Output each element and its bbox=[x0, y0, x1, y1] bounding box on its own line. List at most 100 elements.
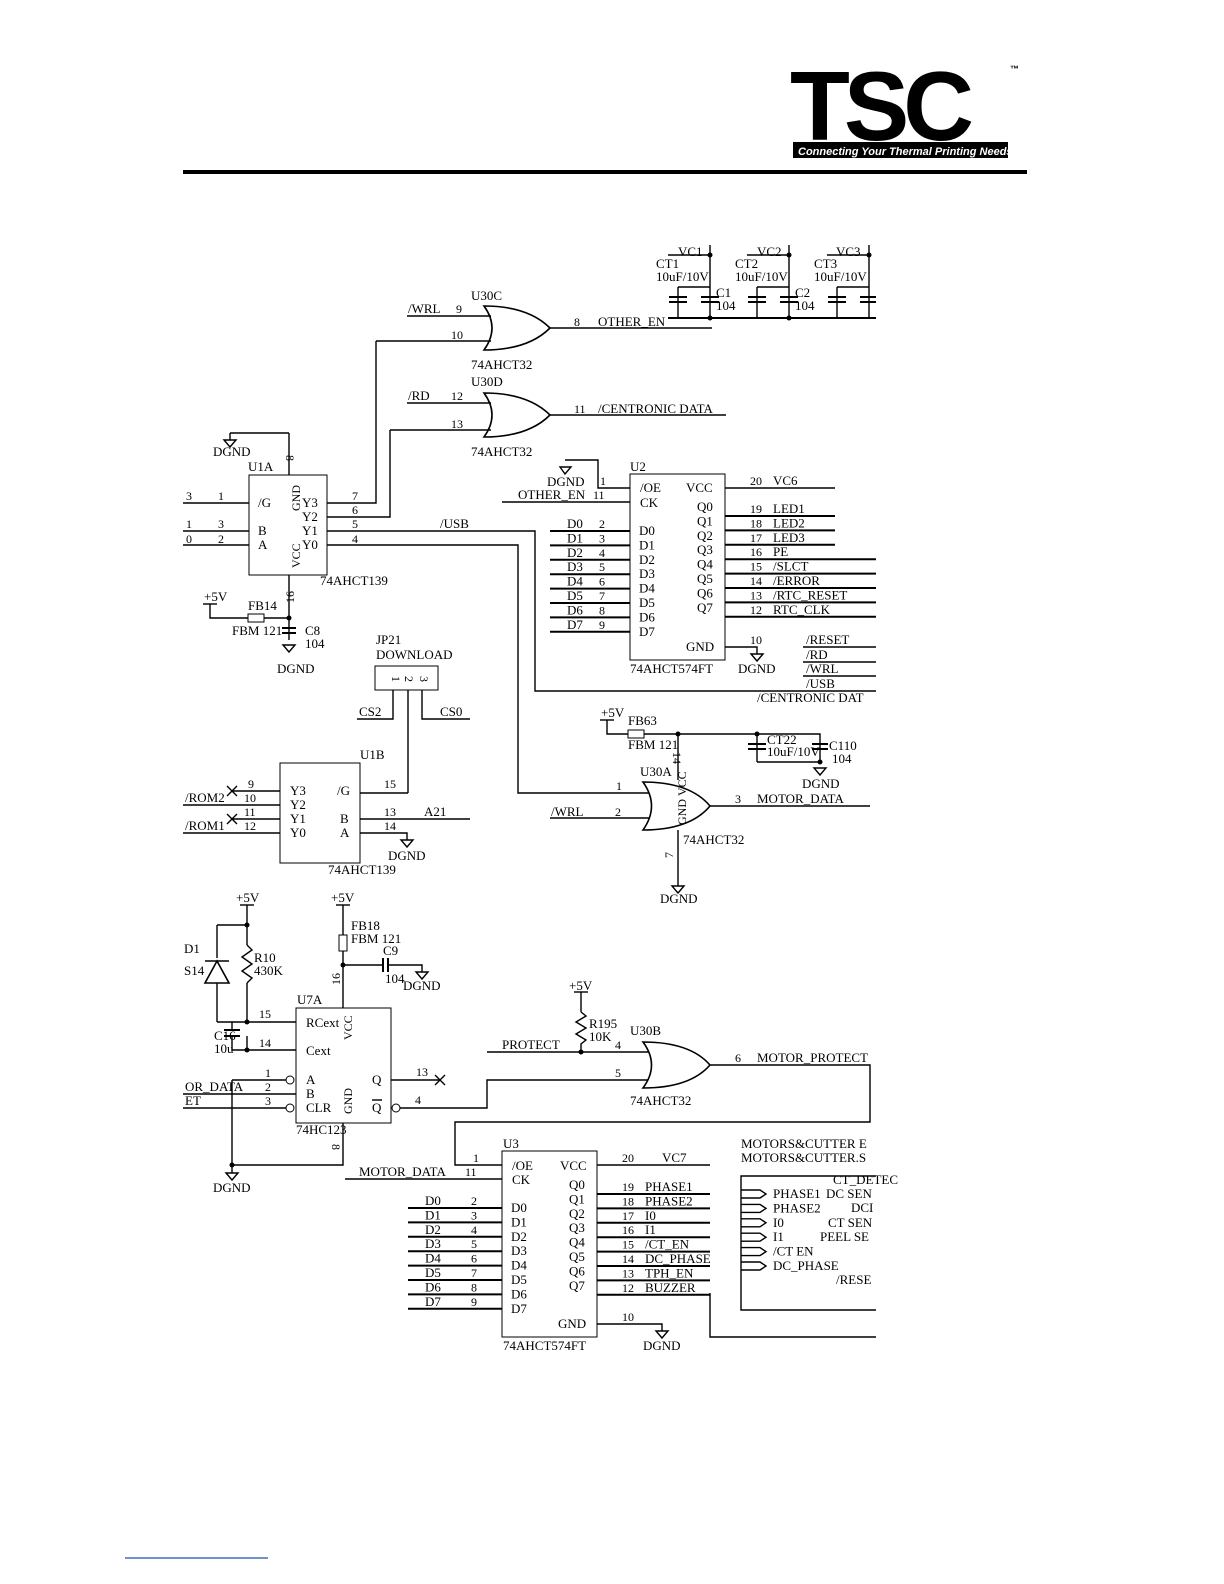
u30c-ref: U30C bbox=[471, 288, 502, 303]
u1a-g-net: 3 bbox=[186, 489, 192, 503]
u1a-cap-val: 104 bbox=[305, 636, 325, 651]
u2-gnd-net: DGND bbox=[738, 661, 776, 676]
u7a-b-pin: 2 bbox=[265, 1080, 271, 1094]
u30d-out-net: /CENTRONIC DATA bbox=[598, 401, 713, 416]
u7a-vcc: VCC bbox=[341, 1015, 355, 1040]
u7a-b: B bbox=[306, 1086, 315, 1101]
right-edge-nets: /RESET /RD /WRL /USB /CENTRONIC DAT bbox=[757, 632, 876, 705]
u1a-vsrc: +5V bbox=[204, 589, 228, 604]
vc3-label: VC3 bbox=[836, 244, 861, 259]
vc2-label: VC2 bbox=[757, 244, 782, 259]
u2-output-pin: 13 bbox=[750, 588, 762, 602]
u3-output-label: Q3 bbox=[569, 1220, 585, 1235]
u7a-gnd: GND bbox=[341, 1088, 355, 1114]
u3-input-label: D7 bbox=[511, 1301, 527, 1316]
u2-part: 74AHCT574FT bbox=[630, 661, 713, 676]
u3-input-pin: 4 bbox=[471, 1223, 477, 1237]
u1a-fb-val: FBM 121 bbox=[232, 623, 282, 638]
c110-ref: C110 bbox=[829, 738, 857, 753]
u1b-y2-pin: 10 bbox=[244, 791, 256, 805]
u1a-ref: U1A bbox=[248, 459, 274, 474]
u30b-out-pin: 6 bbox=[735, 1051, 741, 1065]
u30b-part: 74AHCT32 bbox=[630, 1093, 691, 1108]
jp21-ref: JP21 bbox=[376, 632, 401, 647]
u1b-b-net: A21 bbox=[424, 804, 446, 819]
u1b-y3-label: Y3 bbox=[290, 783, 306, 798]
u2-input-label: D5 bbox=[639, 595, 655, 610]
u3-input-net: D4 bbox=[425, 1251, 441, 1266]
u1a-y3-label: Y3 bbox=[302, 495, 318, 510]
u3-output-label: Q4 bbox=[569, 1235, 585, 1250]
c16-val: 10u bbox=[214, 1041, 234, 1056]
u2-oe-gnd: DGND bbox=[547, 474, 585, 489]
ct2-value: 10uF/10V bbox=[735, 269, 788, 284]
u3-output-label: Q0 bbox=[569, 1177, 585, 1192]
u1a-decoder: DGND 8 U1A GND VCC 3 1 0 1 3 2 /G B A Y3… bbox=[183, 341, 876, 794]
u2-output-label: Q6 bbox=[697, 585, 713, 600]
ct22-val: 10uF/10V bbox=[767, 744, 820, 759]
ct2-label: CT2 bbox=[735, 256, 758, 271]
u2-output-net: PE bbox=[773, 544, 788, 559]
c16-ref: C16 bbox=[214, 1028, 236, 1043]
u3-output-net: BUZZER bbox=[645, 1280, 696, 1295]
u30a-in1-pin: 1 bbox=[616, 779, 622, 793]
u1a-gnd-text: GND bbox=[289, 485, 303, 511]
u7a-vsrc2: +5V bbox=[331, 890, 355, 905]
u7a-clr-pin: 3 bbox=[265, 1094, 271, 1108]
u3-output-net: /CT_EN bbox=[645, 1237, 690, 1252]
u1b-gnd: DGND bbox=[388, 848, 426, 863]
motor-right-port: /RESE bbox=[836, 1272, 871, 1287]
logo-tagline: Connecting Your Thermal Printing Needs.™ bbox=[798, 146, 1027, 158]
u1a-fb-ref: FB14 bbox=[248, 598, 277, 613]
u3-output-pin: 17 bbox=[622, 1209, 634, 1223]
u3-vcc-net: VC7 bbox=[662, 1150, 687, 1165]
c1-value: 104 bbox=[716, 298, 736, 313]
u1b-y2-net: /ROM2 bbox=[185, 790, 225, 805]
u3-input-label: D6 bbox=[511, 1286, 527, 1301]
net-rd: /RD bbox=[806, 647, 828, 662]
u1b-part: 74AHCT139 bbox=[328, 862, 396, 877]
motor-left-port: PHASE1 bbox=[773, 1186, 821, 1201]
u7a-clr: CLR bbox=[306, 1100, 332, 1115]
u2-input-label: D4 bbox=[639, 581, 655, 596]
d1-ref: D1 bbox=[184, 941, 200, 956]
motor-port-arrow bbox=[741, 1261, 768, 1271]
u2-vcc-net: VC6 bbox=[773, 473, 798, 488]
u3-input-label: D0 bbox=[511, 1200, 527, 1215]
u3-input-pin: 9 bbox=[471, 1295, 477, 1309]
u3-ref: U3 bbox=[503, 1136, 519, 1151]
u3-output-pin: 19 bbox=[622, 1180, 634, 1194]
u7a-vcc-pin: 16 bbox=[329, 973, 343, 985]
u3-gnd-label: GND bbox=[558, 1316, 586, 1331]
u30a-gnd: DGND bbox=[660, 891, 698, 906]
motor-right-port: CT SEN bbox=[828, 1215, 873, 1230]
u2-output-pin: 17 bbox=[750, 531, 762, 545]
ct22-ref: CT22 bbox=[767, 732, 797, 747]
u2-ck-net: OTHER_EN bbox=[518, 487, 586, 502]
u30b-out-net: MOTOR_PROTECT bbox=[757, 1050, 868, 1065]
u1a-part: 74AHCT139 bbox=[320, 573, 388, 588]
u7a-qb: Q bbox=[372, 1100, 382, 1115]
u1a-vcc-pin: 16 bbox=[283, 591, 297, 603]
r195-vsrc: +5V bbox=[569, 978, 593, 993]
u1a-a-pin: 2 bbox=[218, 532, 224, 546]
u30a-vcc-pin: 14 bbox=[670, 752, 684, 764]
u1b-b-label: B bbox=[340, 811, 349, 826]
u30d-in1-net: /RD bbox=[408, 388, 430, 403]
u1b-y1-label: Y1 bbox=[290, 811, 306, 826]
c110-gnd: DGND bbox=[802, 776, 840, 791]
u30b-or-gate: +5V R195 10K PROTECT 4 5 U30B 74AHCT32 6… bbox=[454, 978, 871, 1166]
u1a-b-pin: 3 bbox=[218, 517, 224, 531]
u3-output-pin: 12 bbox=[622, 1281, 634, 1295]
u1b-y0-net: /ROM1 bbox=[185, 818, 225, 833]
u1b-y3-pin: 9 bbox=[248, 777, 254, 791]
u3-ck-label: CK bbox=[512, 1172, 531, 1187]
ct1-label: CT1 bbox=[656, 256, 679, 271]
u1b-y1-pin: 11 bbox=[244, 805, 256, 819]
u2-output-pin: 15 bbox=[750, 560, 762, 574]
u7a-vsrc1: +5V bbox=[236, 890, 260, 905]
u1a-vcc-text: VCC bbox=[289, 543, 303, 568]
fb18-val: FBM 121 bbox=[351, 931, 401, 946]
u7a-qb-pin: 4 bbox=[415, 1093, 421, 1107]
